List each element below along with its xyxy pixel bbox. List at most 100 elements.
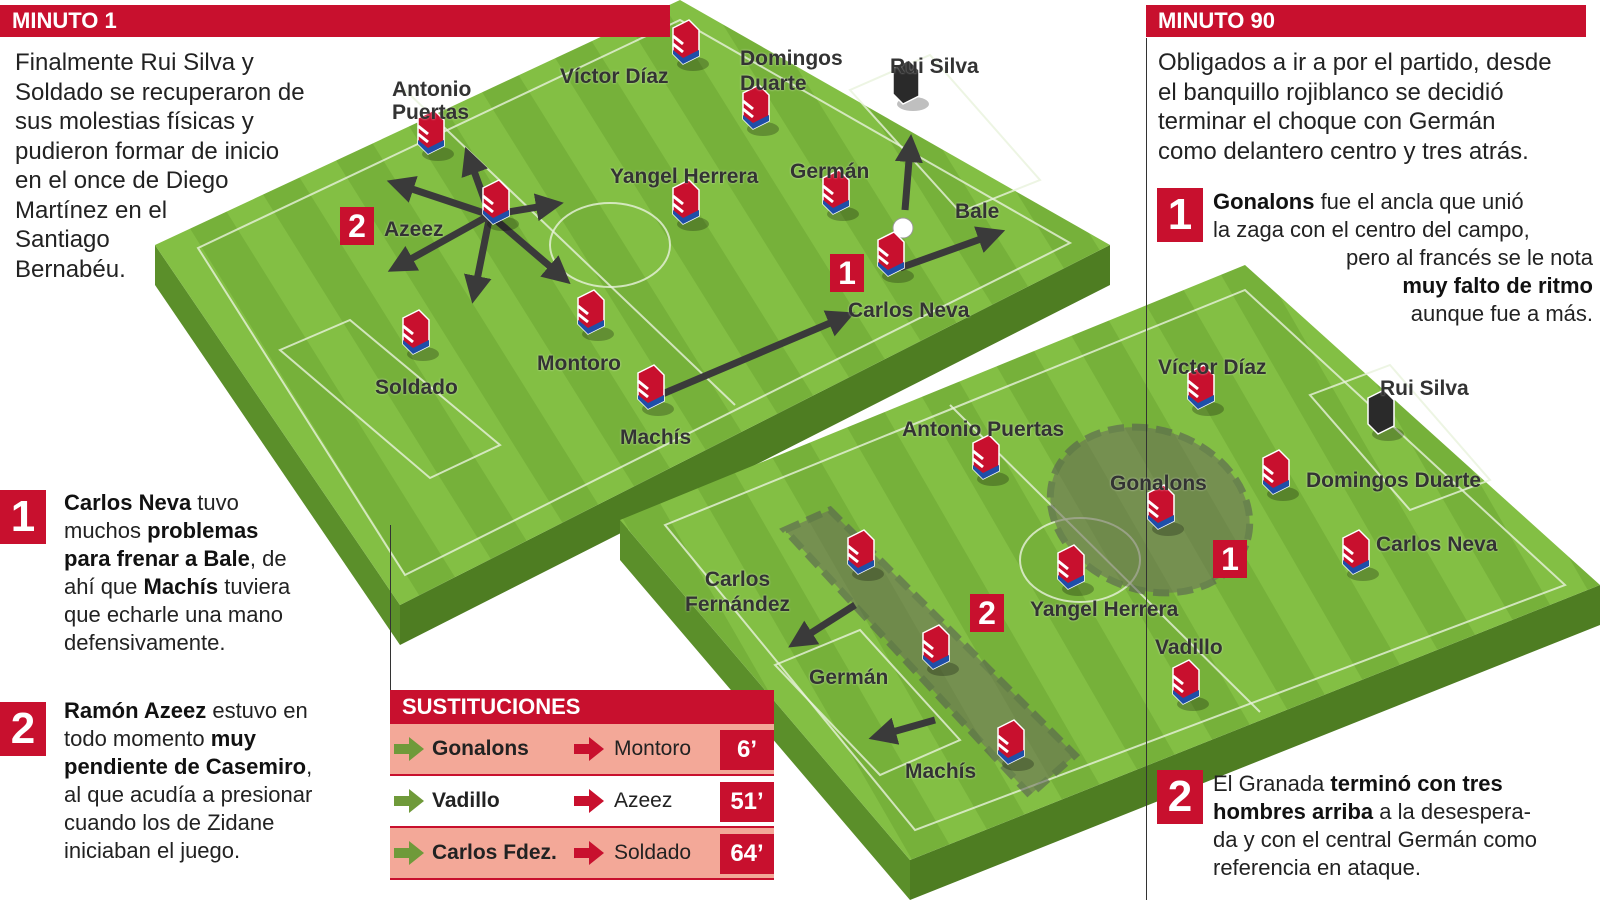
player-label-machis-90: Machís	[905, 760, 977, 783]
sub-in-arrow-icon	[394, 789, 424, 813]
player-figure-icon	[577, 289, 614, 341]
sub-out-player: Azeez	[614, 789, 673, 812]
player-label-victor-diaz-90: Víctor Díaz	[1158, 356, 1267, 379]
player-label-gonalons: Gonalons	[1110, 472, 1207, 495]
player-label-soldado: Soldado	[375, 376, 458, 399]
note-text: que echarle una mano	[64, 602, 283, 627]
note-number-2: 2	[0, 702, 46, 756]
player-label-vadillo: Vadillo	[1155, 636, 1223, 659]
player-figure-icon	[847, 529, 884, 581]
note-strong: terminó con tres	[1330, 771, 1503, 796]
note-text: ahí que	[64, 574, 144, 599]
sub-row: Carlos Fdez. Soldado 64’	[390, 828, 774, 880]
sub-in-player: Carlos Fdez.	[432, 841, 557, 864]
right-note-number-1: 1	[1157, 188, 1203, 242]
player-figure-icon	[1057, 544, 1094, 596]
intro-line: Soldado se recuperaron de	[15, 78, 305, 106]
note-text: la zaga con el centro del campo,	[1213, 217, 1530, 242]
player-figure-icon	[1172, 659, 1209, 711]
sub-out-player: Soldado	[614, 841, 692, 864]
intro-line: Finalmente Rui Silva y	[15, 49, 254, 76]
note-text: tuvo	[191, 490, 239, 515]
player-figure-icon	[877, 231, 914, 283]
player-figure-icon	[1262, 449, 1299, 501]
player-figure-icon	[972, 434, 1009, 486]
pitch-badge-1: 1	[830, 254, 864, 292]
note-strong: Ramón Azeez	[64, 698, 207, 723]
player-label-carlos-neva: Carlos Neva	[848, 299, 970, 322]
pitch-minuto-1	[155, 0, 1110, 645]
substitutions-table: SUSTITUCIONES Gonalons Montoro 6’ Vadill…	[390, 690, 774, 880]
sub-out-arrow-icon	[574, 789, 604, 813]
note-2: Ramón Azeez estuvo en todo momento muy p…	[64, 697, 374, 865]
player-label-yangel-herrera-90: Yangel Herrera	[1030, 598, 1179, 621]
minuto-1-intro: Finalmente Rui Silva y Soldado se recupe…	[15, 48, 345, 284]
sub-out-player: Montoro	[614, 737, 692, 760]
note-text: pero al francés se le nota	[1345, 245, 1593, 270]
sub-minute: 6’	[720, 730, 774, 770]
note-strong: para frenar a Bale	[64, 546, 250, 571]
note-strong: muy falto de ritmo	[1402, 273, 1593, 298]
substitutions-header: SUSTITUCIONES	[390, 690, 774, 724]
player-label-german-90: Germán	[809, 666, 889, 689]
right-note-1-cont: pero al francés se le nota muy falto de …	[1213, 244, 1593, 328]
divider	[1146, 38, 1147, 900]
sub-out-arrow-icon	[574, 737, 604, 761]
note-text: aunque fue a más.	[1410, 301, 1593, 326]
note-text: da y con el central Germán como	[1213, 827, 1538, 852]
note-text: todo momento	[64, 726, 211, 751]
goalkeeper-figure-icon	[892, 59, 929, 111]
player-figure-icon	[1147, 484, 1184, 536]
note-strong: muy	[210, 726, 256, 751]
pitch-badge-2: 2	[340, 207, 374, 245]
intro-line: sus molestias físicas y	[15, 108, 254, 135]
note-text: El Granada	[1213, 771, 1331, 796]
player-figure-icon	[1342, 529, 1379, 581]
player-label-bale: Bale	[955, 200, 1000, 223]
note-number-1: 1	[0, 490, 46, 544]
note-text: tuviera	[218, 574, 291, 599]
player-figure-icon	[672, 179, 709, 231]
intro-line: Obligados a ir a por el partido, desde	[1158, 49, 1552, 76]
note-text: ,	[306, 754, 313, 779]
note-text: referencia en ataque.	[1213, 855, 1421, 880]
right-note-1: Gonalons fue el ancla que unió la zaga c…	[1213, 188, 1593, 244]
note-strong: problemas	[147, 518, 259, 543]
player-figure-icon	[922, 624, 959, 676]
player-label-domingos-duarte-90: Domingos Duarte	[1306, 469, 1482, 492]
intro-line: terminar el choque con Germán	[1158, 108, 1496, 135]
note-strong: Carlos Neva	[64, 490, 192, 515]
note-text: iniciaban el juego.	[64, 838, 241, 863]
note-text: muchos	[64, 518, 148, 543]
player-label-antonio-puertas-90: Antonio Puertas	[902, 418, 1065, 441]
sub-in-player: Gonalons	[432, 737, 529, 760]
player-figure-icon	[637, 364, 674, 416]
note-strong: hombres arriba	[1213, 799, 1374, 824]
divider	[390, 525, 391, 690]
pitch-badge-1-90: 1	[1213, 540, 1247, 578]
sub-minute: 64’	[720, 834, 774, 874]
player-figure-icon	[1187, 364, 1224, 416]
player-label-carlos-neva-90: Carlos Neva	[1376, 533, 1498, 556]
right-note-number-2: 2	[1157, 770, 1203, 824]
note-strong: Gonalons	[1213, 189, 1315, 214]
goalkeeper-figure-icon	[1367, 389, 1404, 441]
note-text: cuando los de Zidane	[64, 810, 275, 835]
minuto-1-header: MINUTO 1	[0, 5, 670, 37]
player-figure-icon	[822, 169, 859, 221]
player-label-yangel-herrera: Yangel Herrera	[610, 165, 759, 188]
sub-in-arrow-icon	[394, 737, 424, 761]
note-text: defensivamente.	[64, 630, 226, 655]
player-label-victor-diaz: Víctor Díaz	[560, 65, 669, 88]
player-label-german: Germán	[790, 160, 870, 183]
intro-line: en el once de Diego	[15, 167, 229, 194]
intro-line: Santiago	[15, 226, 110, 253]
note-text: fue el ancla que unió	[1314, 189, 1524, 214]
player-figure-icon	[742, 84, 779, 136]
player-figure-icon	[417, 109, 454, 161]
intro-line: como delantero centro y tres atrás.	[1158, 137, 1529, 165]
